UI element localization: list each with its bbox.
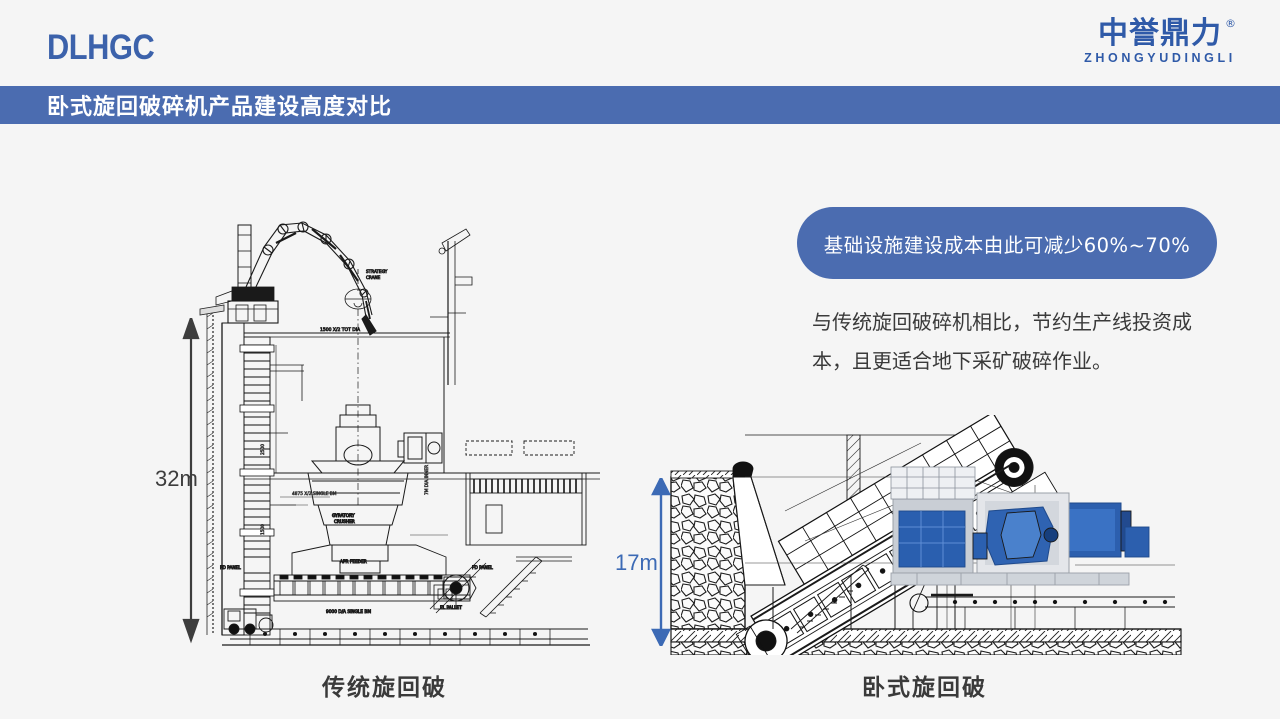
dimension-arrow-32m [178,318,204,644]
svg-text:2500: 2500 [260,444,266,455]
figure-traditional-gyratory-drawing: 1500 X/2 TOT DIA STRATEGY CRANE [180,205,600,655]
caption-traditional-gyratory: 传统旋回破 [322,675,447,701]
svg-text:FD PANEL: FD PANEL [220,565,241,571]
svg-text:CRANE: CRANE [366,275,381,280]
company-logo-cn: 中誉鼎力 ® [1098,16,1236,51]
brand-logo-text: DLHGC [47,28,155,67]
svg-text:STRATEGY: STRATEGY [366,269,388,274]
svg-text:4875 X/2 SINGLE BM: 4875 X/2 SINGLE BM [292,491,337,497]
svg-text:1500: 1500 [260,524,266,535]
company-logo: 中誉鼎力 ® ZHONGYUDINGLI [1070,18,1250,65]
company-logo-cn-text: 中誉鼎力 [1098,16,1222,51]
svg-text:APR FEEDER: APR FEEDER [340,559,367,565]
company-logo-en: ZHONGYUDINGLI [1084,50,1236,65]
description-paragraph: 与传统旋回破碎机相比，节约生产线投资成本，且更适合地下采矿破碎作业。 [812,310,1192,373]
registered-trademark-icon: ® [1225,17,1237,30]
svg-text:7M DIA INNER: 7M DIA INNER [424,465,430,495]
page-title-bar: 卧式旋回破碎机产品建设高度对比 [0,86,1280,124]
svg-text:EL PALLET: EL PALLET [440,605,462,611]
svg-text:1500 X/2 TOT DIA: 1500 X/2 TOT DIA [320,327,361,333]
dimension-label-17m: 17m [615,550,658,575]
svg-text:9000 D/A SINGLE BM: 9000 D/A SINGLE BM [326,609,371,615]
page-title: 卧式旋回破碎机产品建设高度对比 [47,95,393,120]
cost-saving-callout: 基础设施建设成本由此可减少60%~70% [797,207,1217,279]
caption-horizontal-gyratory: 卧式旋回破 [862,675,987,701]
cost-saving-callout-text: 基础设施建设成本由此可减少60%~70% [823,233,1191,257]
dimension-label-32m: 32m [155,466,198,491]
figure-horizontal-gyratory-drawing [655,415,1200,655]
dimension-arrow-17m [648,478,674,646]
svg-text:CRUSHER: CRUSHER [334,519,355,525]
svg-text:FD PANEL: FD PANEL [472,565,493,571]
svg-text:GYRATORY: GYRATORY [332,513,355,519]
